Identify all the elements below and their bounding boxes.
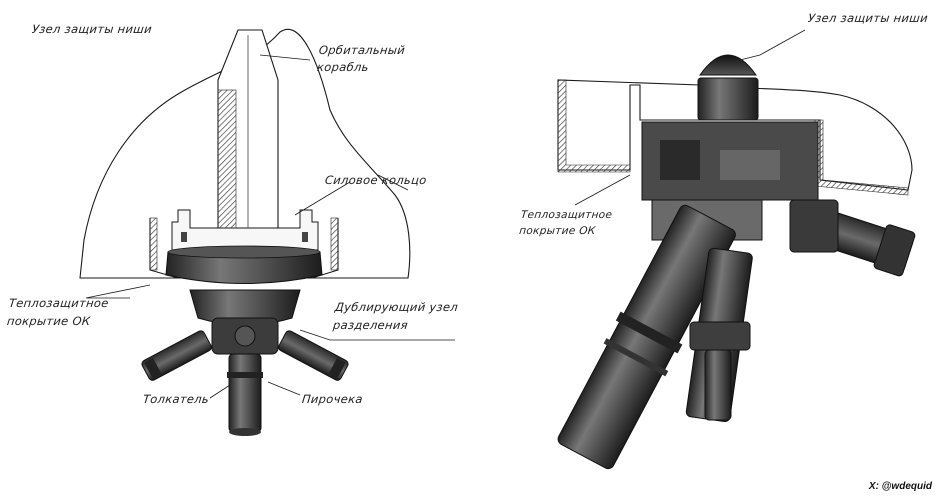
left-shaft-hatch	[217, 89, 237, 229]
left-hull-outline	[79, 28, 411, 279]
label-orbital-ship-line2: корабль	[316, 60, 370, 74]
label-backup-separation-line1: Дублирующий узел	[334, 300, 459, 314]
label-power-ring: Силовое кольцо	[324, 173, 428, 187]
right-leader-lines	[574, 29, 806, 206]
right-hatched-wall-right	[814, 119, 909, 196]
left-diagram	[79, 28, 455, 436]
right-diagram	[557, 29, 916, 470]
label-orbital-ship-line1: Орбитальный	[318, 43, 406, 57]
label-heat-shield-right-line1: Теплозащитное	[520, 209, 613, 221]
left-power-ring	[165, 251, 323, 284]
left-leader-lines	[85, 54, 455, 399]
right-hatched-wall-left	[557, 79, 631, 173]
left-actuator-tube-right	[278, 330, 349, 381]
right-long-tube	[557, 204, 736, 470]
label-heat-shield-left: Теплозащитное покрытие ОК	[6, 296, 109, 328]
left-power-ring-top	[167, 245, 321, 259]
label-orbital-ship: Орбитальный корабль	[316, 43, 405, 74]
left-cup-wall-left	[149, 217, 158, 271]
label-heat-shield-left-line2: покрытие ОК	[6, 314, 92, 328]
label-pusher: Толкатель	[142, 392, 210, 406]
label-heat-shield-right: Теплозащитное покрытие ОК	[518, 208, 613, 238]
right-side-box	[789, 199, 839, 253]
right-short-cylinder	[704, 349, 732, 421]
left-pusher-cylinder	[228, 353, 262, 433]
label-backup-separation-line2: разделения	[332, 318, 409, 332]
right-dome	[699, 54, 757, 76]
label-backup-separation: Дублирующий узел разделения	[332, 300, 458, 332]
credit-text: X: @wdequid	[868, 481, 932, 492]
left-hub-detail	[234, 325, 256, 347]
label-niche-protection-left: Узел защиты ниши	[31, 22, 153, 36]
right-mechanism-detail-a	[660, 140, 700, 180]
left-frame-bolt-r	[302, 232, 308, 242]
left-pusher-end	[229, 428, 261, 436]
left-frame-bolt-l	[181, 232, 187, 242]
label-heat-shield-right-line2: покрытие ОК	[518, 225, 597, 237]
label-pyro-bolt: Пирочека	[301, 392, 364, 406]
left-actuator-tube-left	[141, 330, 212, 381]
label-heat-shield-left-line1: Теплозащитное	[8, 296, 110, 310]
right-cross-bar	[689, 321, 751, 351]
right-dome-neck	[697, 77, 759, 121]
left-pusher-band	[227, 372, 263, 378]
right-mechanism-detail-b	[720, 150, 780, 180]
label-niche-protection-right: Узел защиты ниши	[807, 11, 929, 25]
left-cup-wall-right	[330, 217, 339, 271]
